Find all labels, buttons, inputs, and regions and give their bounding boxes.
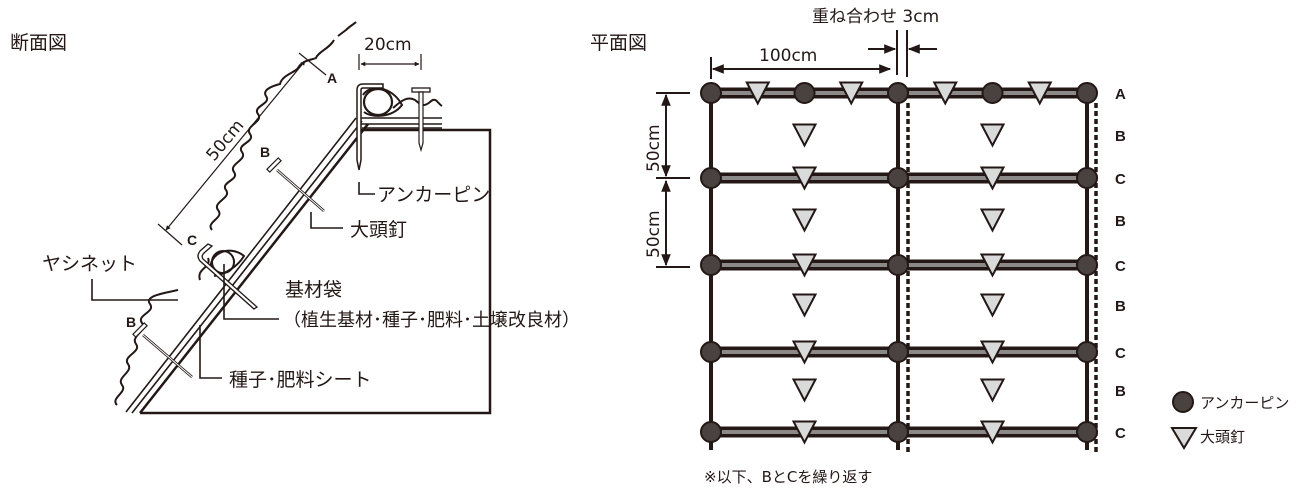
callout-large-head-nail: 大頭釘	[350, 219, 407, 241]
large-head-nail-icon	[979, 166, 1006, 191]
large-head-nail-icon	[791, 253, 818, 278]
plan-row-label-b: B	[1115, 298, 1126, 315]
large-head-nail-icon	[979, 378, 1006, 403]
leader-anchor-pin	[358, 182, 375, 195]
dim-100cm-label: 100cm	[759, 46, 817, 66]
anchor-pin-icon	[793, 82, 816, 104]
nail-shaft-top-icon	[418, 91, 424, 153]
large-head-nail-icon	[838, 81, 864, 106]
plan-row-label-a: A	[1115, 86, 1126, 103]
anchor-pin-icon	[1076, 82, 1098, 104]
callout-palm-net: ヤシネット	[42, 253, 137, 275]
large-head-nail-icon	[791, 166, 818, 191]
large-head-nail-icon	[745, 81, 771, 106]
callout-substrate-bag: 基材袋	[285, 279, 342, 301]
leader-large-head-nail	[310, 212, 343, 229]
anchor-pin-icon	[700, 421, 722, 443]
plan-row-label-c: C	[1115, 258, 1126, 275]
dim-50cm-1-label: 50cm	[644, 124, 664, 172]
large-head-nail-icon	[979, 123, 1006, 148]
section-label-b-lower: B	[126, 314, 136, 330]
anchor-pin-icon	[887, 341, 909, 363]
large-head-nail-icon	[791, 420, 818, 445]
anchor-pin-a-icon	[356, 83, 384, 171]
large-head-nail-icon	[791, 123, 818, 148]
anchor-pin-icon	[1076, 421, 1098, 443]
leader-palm-net	[91, 279, 178, 301]
large-head-nail-icon	[791, 340, 818, 365]
large-head-nail-icon	[979, 420, 1006, 445]
anchor-pin-icon	[700, 254, 722, 276]
leader-seed-sheet	[199, 325, 222, 379]
anchor-pin-icon	[1076, 341, 1098, 363]
callout-seed-sheet: 種子･肥料シート	[229, 369, 372, 391]
plan-row-labels: A B C B C B C B C	[1115, 86, 1126, 442]
substrate-bag-a	[362, 87, 394, 117]
substrate-bag-a-net-wrap	[362, 87, 404, 117]
dim-50cm-tick-top	[298, 52, 327, 76]
anchor-pin-circle-icon	[1172, 391, 1194, 413]
callout-anchor-pin: アンカーピン	[377, 184, 490, 206]
anchor-pin-icon	[887, 82, 909, 104]
slope-ground-outline	[140, 128, 492, 415]
large-head-nail-icon	[1027, 81, 1053, 106]
anchor-pin-icon	[700, 341, 722, 363]
overlap-label: 重ね合わせ 3cm	[812, 7, 939, 27]
section-view: 断面図	[10, 21, 580, 415]
plan-row-label-c: C	[1115, 345, 1126, 362]
plan-row-label-b: B	[1115, 383, 1126, 400]
anchor-pin-c-icon	[197, 243, 259, 310]
large-head-nail-icon	[979, 208, 1006, 233]
anchor-pin-icon	[700, 82, 722, 104]
section-label-a: A	[327, 70, 337, 86]
section-label-c: C	[187, 232, 197, 248]
legend-label-anchor-pin: アンカーピン	[1200, 394, 1289, 412]
large-head-nail-icon	[979, 253, 1006, 278]
large-head-nail-triangle-icon	[1170, 427, 1198, 450]
large-head-nail-icon	[979, 293, 1006, 318]
dim-50cm-arrow	[165, 60, 306, 231]
anchor-pin-icon	[981, 82, 1004, 104]
dim-50cm-2-label: 50cm	[644, 210, 664, 258]
plan-view: 平面図 重ね合わせ 3cm 100cm 50cm 50cm ABCBCBCBC …	[590, 7, 1126, 486]
legend-label-large-head-nail: 大頭釘	[1200, 428, 1245, 446]
anchor-pin-icon	[887, 254, 909, 276]
section-view-title: 断面図	[10, 32, 67, 54]
anchor-pin-icon	[1076, 167, 1098, 189]
anchor-pin-icon	[700, 167, 722, 189]
legend: アンカーピン 大頭釘	[1170, 391, 1289, 450]
large-head-nail-icon	[791, 208, 818, 233]
leader-substrate-bag	[223, 264, 279, 320]
plan-row-label-c: C	[1115, 425, 1126, 442]
callout-substrate-bag-contents: （植生基材･種子･肥料･土壌改良材）	[283, 310, 580, 331]
section-label-b: B	[260, 144, 270, 160]
plan-grid	[700, 81, 1098, 453]
large-head-nail-icon	[979, 340, 1006, 365]
large-head-nail-b-lower-icon	[132, 322, 193, 378]
plan-row-label-c: C	[1115, 171, 1126, 188]
large-head-nail-icon	[791, 378, 818, 403]
anchor-pin-icon	[887, 421, 909, 443]
plan-row-label-b: B	[1115, 213, 1126, 230]
dim-50cm-tick-bottom	[157, 223, 183, 246]
repeat-note: ※以下、BとCを繰り返す	[704, 468, 872, 486]
plan-view-title: 平面図	[590, 32, 647, 54]
large-head-nail-icon	[932, 81, 958, 106]
large-head-nail-b-icon	[266, 157, 325, 212]
dim-20cm-label: 20cm	[364, 35, 412, 55]
anchor-pin-icon	[1076, 254, 1098, 276]
plan-row-label-b: B	[1115, 128, 1126, 145]
anchor-pin-icon	[887, 167, 909, 189]
large-head-nail-icon	[791, 293, 818, 318]
palm-net-wave	[114, 21, 357, 406]
